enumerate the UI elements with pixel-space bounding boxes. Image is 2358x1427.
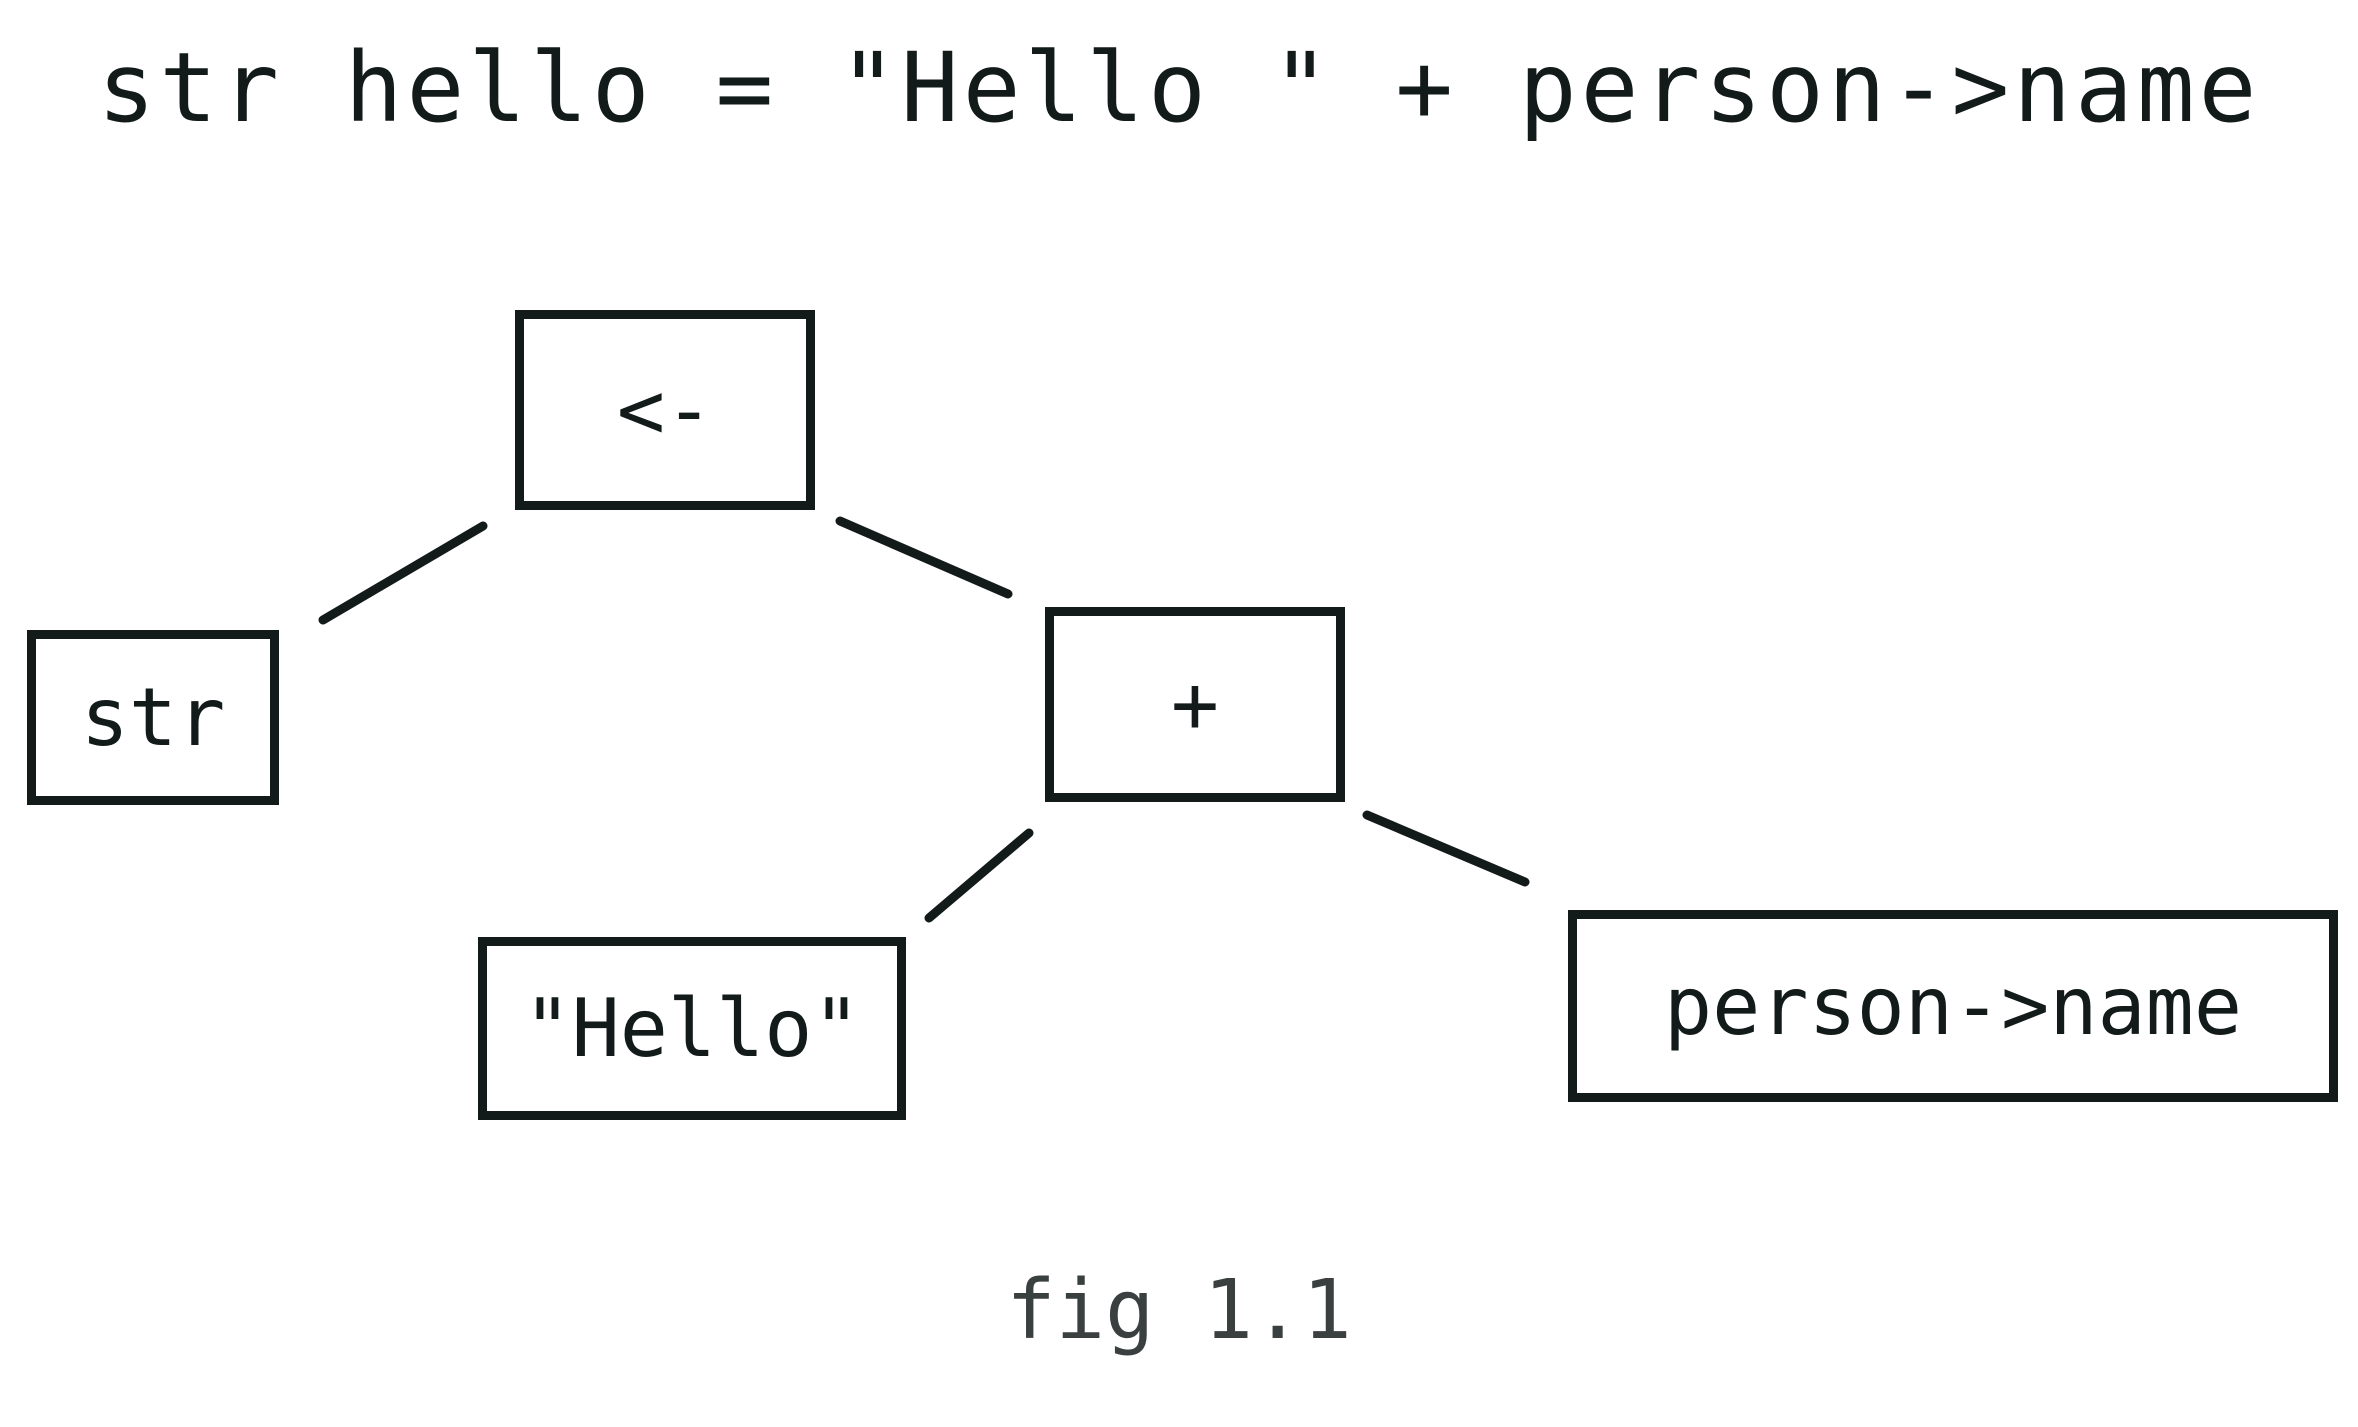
person-name-node: person->name	[1568, 910, 2338, 1102]
hello-string-node: "Hello"	[478, 937, 906, 1120]
edge-assign-str	[318, 521, 488, 625]
hello-string-node-label: "Hello"	[523, 982, 861, 1075]
person-name-node-label: person->name	[1664, 959, 2242, 1053]
assign-node: <-	[515, 310, 815, 510]
plus-node: +	[1045, 607, 1345, 802]
str-node-label: str	[80, 671, 226, 764]
assign-node-label: <-	[616, 363, 714, 457]
edge-plus-hello	[924, 828, 1034, 923]
plus-node-label: +	[1170, 658, 1220, 751]
edge-assign-plus	[835, 516, 1013, 599]
code-heading: str hello = "Hello " + person->name	[97, 32, 2261, 144]
figure-caption: fig 1.1	[1006, 1263, 1352, 1358]
edge-plus-person	[1362, 810, 1530, 887]
str-node: str	[27, 630, 279, 805]
